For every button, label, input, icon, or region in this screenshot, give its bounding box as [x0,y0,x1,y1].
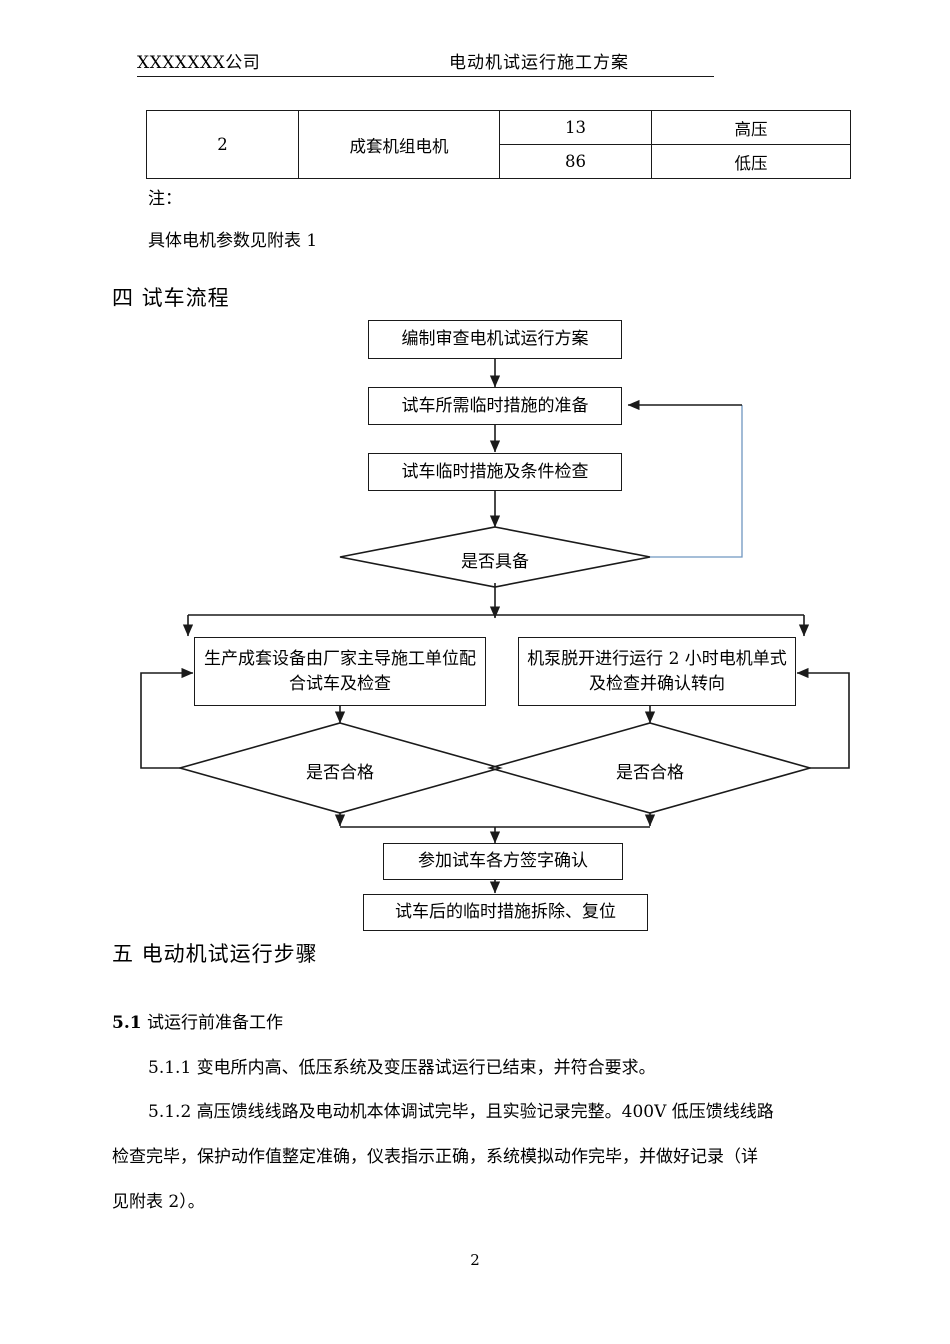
subsection-number: 5.1 [112,1013,142,1033]
header-document-title: 电动机试运行施工方案 [449,53,629,73]
flow-node-label: 试车后的临时措施拆除、复位 [395,902,616,923]
section-heading-four: 四 试车流程 [112,286,230,310]
flow-node-temp-measures-check: 试车临时措施及条件检查 [368,453,622,491]
header-company-name: XXXXXXX公司 [137,53,261,73]
flow-node-label: 机泵脱开进行运行 2 小时电机单式及检查并确认转向 [527,648,787,694]
subsection-heading-51: 5.1 试运行前准备工作 [112,1008,283,1033]
decision-label-prepared: 是否具备 [461,552,529,572]
flow-node-label: 生产成套设备由厂家主导施工单位配合试车及检查 [204,648,476,694]
subsection-title: 试运行前准备工作 [141,1013,283,1033]
flow-node-label: 试车临时措施及条件检查 [401,461,589,482]
note-label: 注： [148,189,182,209]
flow-node-vendor-led-test: 生产成套设备由厂家主导施工单位配合试车及检查 [194,637,486,706]
cell-quantity: 86 [499,144,652,179]
table-row: 86 低压 [147,144,851,179]
paragraph-511: 5.1.1 变电所内高、低压系统及变压器试运行已结束，并符合要求。 [148,1058,656,1078]
decision-label-qualified-left: 是否合格 [306,763,374,783]
flow-node-temp-measures-prep: 试车所需临时措施的准备 [368,387,622,425]
section-heading-five: 五 电动机试运行步骤 [112,942,318,966]
cell-quantity: 13 [499,110,652,145]
decision-label-qualified-right: 是否合格 [616,763,684,783]
flow-node-label: 试车所需临时措施的准备 [401,395,589,416]
cell-voltage-class: 低压 [651,144,851,179]
cell-row-number: 2 [146,110,299,179]
note-body: 具体电机参数见附表 1 [148,231,318,251]
flow-node-restore-after-test: 试车后的临时措施拆除、复位 [363,894,648,931]
table-row: 2 成套机组电机 13 高压 [146,110,851,179]
flow-node-label: 参加试车各方签字确认 [418,851,588,872]
paragraph-512-line1: 5.1.2 高压馈线线路及电动机本体调试完毕，且实验记录完整。400V 低压馈线… [148,1102,774,1122]
decision-diamond-prepared [339,526,651,588]
flow-node-label: 编制审查电机试运行方案 [401,329,589,350]
flow-node-parties-sign: 参加试车各方签字确认 [383,843,623,880]
feedback-loop-wire [650,405,743,558]
paragraph-512-line2: 检查完毕，保护动作值整定准确，仪表指示正确，系统模拟动作完毕，并做好记录（详 [112,1147,758,1167]
page-header: XXXXXXX公司 电动机试运行施工方案 [137,46,714,77]
decision-diamond-qualified-right [487,722,813,814]
cell-equipment-name: 成套机组电机 [298,110,500,179]
flow-node-prepare-plan: 编制审查电机试运行方案 [368,320,622,359]
flow-node-pump-decoupled-run: 机泵脱开进行运行 2 小时电机单式及检查并确认转向 [518,637,796,706]
page-number: 2 [470,1251,480,1269]
decision-diamond-qualified-left [177,722,503,814]
motor-summary-table: 2 成套机组电机 13 高压 86 低压 [146,110,851,179]
paragraph-512-line3: 见附表 2）。 [112,1192,205,1212]
cell-voltage-class: 高压 [651,110,851,145]
